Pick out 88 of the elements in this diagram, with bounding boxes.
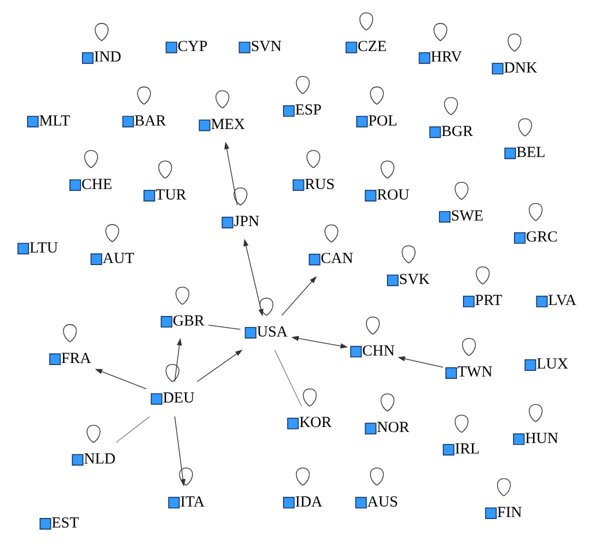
node-label: DEU <box>162 389 194 406</box>
node-label: POL <box>368 112 398 129</box>
connector <box>454 414 468 432</box>
node-label: CHN <box>362 342 395 359</box>
connector <box>234 187 248 206</box>
connector <box>359 12 374 30</box>
connector <box>454 181 468 200</box>
connector <box>274 349 302 406</box>
node-label: FIN <box>497 503 522 520</box>
node-label: IND <box>94 48 122 66</box>
connector <box>370 467 384 486</box>
node-label: HUN <box>525 429 558 446</box>
node-label: ESP <box>295 101 322 118</box>
node-label: NOR <box>376 418 410 436</box>
connector <box>518 118 532 136</box>
connector <box>296 467 310 486</box>
node-label: RUS <box>304 175 335 192</box>
connector <box>176 286 190 304</box>
connector <box>63 324 77 342</box>
connector <box>462 338 476 356</box>
node-label: CAN <box>320 250 354 267</box>
node-label: CZE <box>358 38 387 55</box>
node-label: USA <box>256 322 288 340</box>
connector <box>366 316 380 334</box>
connector <box>105 224 120 242</box>
node-label: CHE <box>81 175 112 192</box>
connector <box>208 324 241 330</box>
connector <box>444 96 458 115</box>
connector <box>158 160 172 178</box>
connector <box>296 75 310 94</box>
connector <box>137 86 151 104</box>
node-label: TUR <box>156 186 186 203</box>
arrow <box>291 335 348 348</box>
node-label: BAR <box>134 112 166 129</box>
arrow <box>196 349 243 382</box>
connector <box>528 404 543 422</box>
arrow <box>281 276 317 316</box>
connector <box>116 416 150 442</box>
node-label: MLT <box>39 112 70 129</box>
connector <box>306 150 320 168</box>
node-label: GRC <box>526 228 558 246</box>
connector <box>528 202 543 221</box>
connector <box>302 388 317 406</box>
node-label: HRV <box>430 48 462 66</box>
connector <box>324 224 338 242</box>
node-label: ITA <box>180 492 205 510</box>
node-label: AUT <box>102 249 134 266</box>
connector <box>94 22 109 41</box>
arrow <box>94 368 147 389</box>
node-label: KOR <box>299 414 332 431</box>
node-label: AUS <box>367 492 398 510</box>
arrow <box>174 338 182 382</box>
connector <box>380 160 394 178</box>
connector <box>86 424 100 442</box>
node-label: LVA <box>548 292 576 309</box>
node-label: NLD <box>84 450 116 468</box>
connector <box>260 297 274 316</box>
node-label: BGR <box>441 122 473 140</box>
node-label: LTU <box>30 238 58 256</box>
connector <box>476 266 490 284</box>
connector <box>370 86 384 104</box>
node-label: IRL <box>454 440 480 457</box>
node-label: CYP <box>178 38 208 55</box>
node-label: MEX <box>210 116 246 133</box>
node-label: SVN <box>250 38 282 55</box>
connector <box>380 393 394 412</box>
arrow <box>224 141 238 206</box>
node-label: FRA <box>61 349 92 366</box>
node-label: JPN <box>234 212 260 230</box>
node-label: ROU <box>376 186 410 203</box>
node-label: LUX <box>536 355 568 372</box>
node-label: EST <box>52 514 79 531</box>
node-label: BEL <box>516 144 546 160</box>
node-label: SVK <box>399 270 430 288</box>
node-label: DNK <box>504 58 538 76</box>
node-label: GBR <box>172 312 204 329</box>
connector <box>216 90 230 108</box>
connector <box>497 478 511 496</box>
connector <box>166 363 180 382</box>
connector <box>84 150 98 168</box>
node-label: IDA <box>295 492 322 510</box>
connector <box>508 33 522 52</box>
node-label: TWN <box>457 363 492 380</box>
node-label: PRT <box>475 292 502 309</box>
node-label: SWE <box>450 207 484 224</box>
connector <box>434 22 448 41</box>
arrow <box>398 356 444 368</box>
connector <box>402 244 416 263</box>
